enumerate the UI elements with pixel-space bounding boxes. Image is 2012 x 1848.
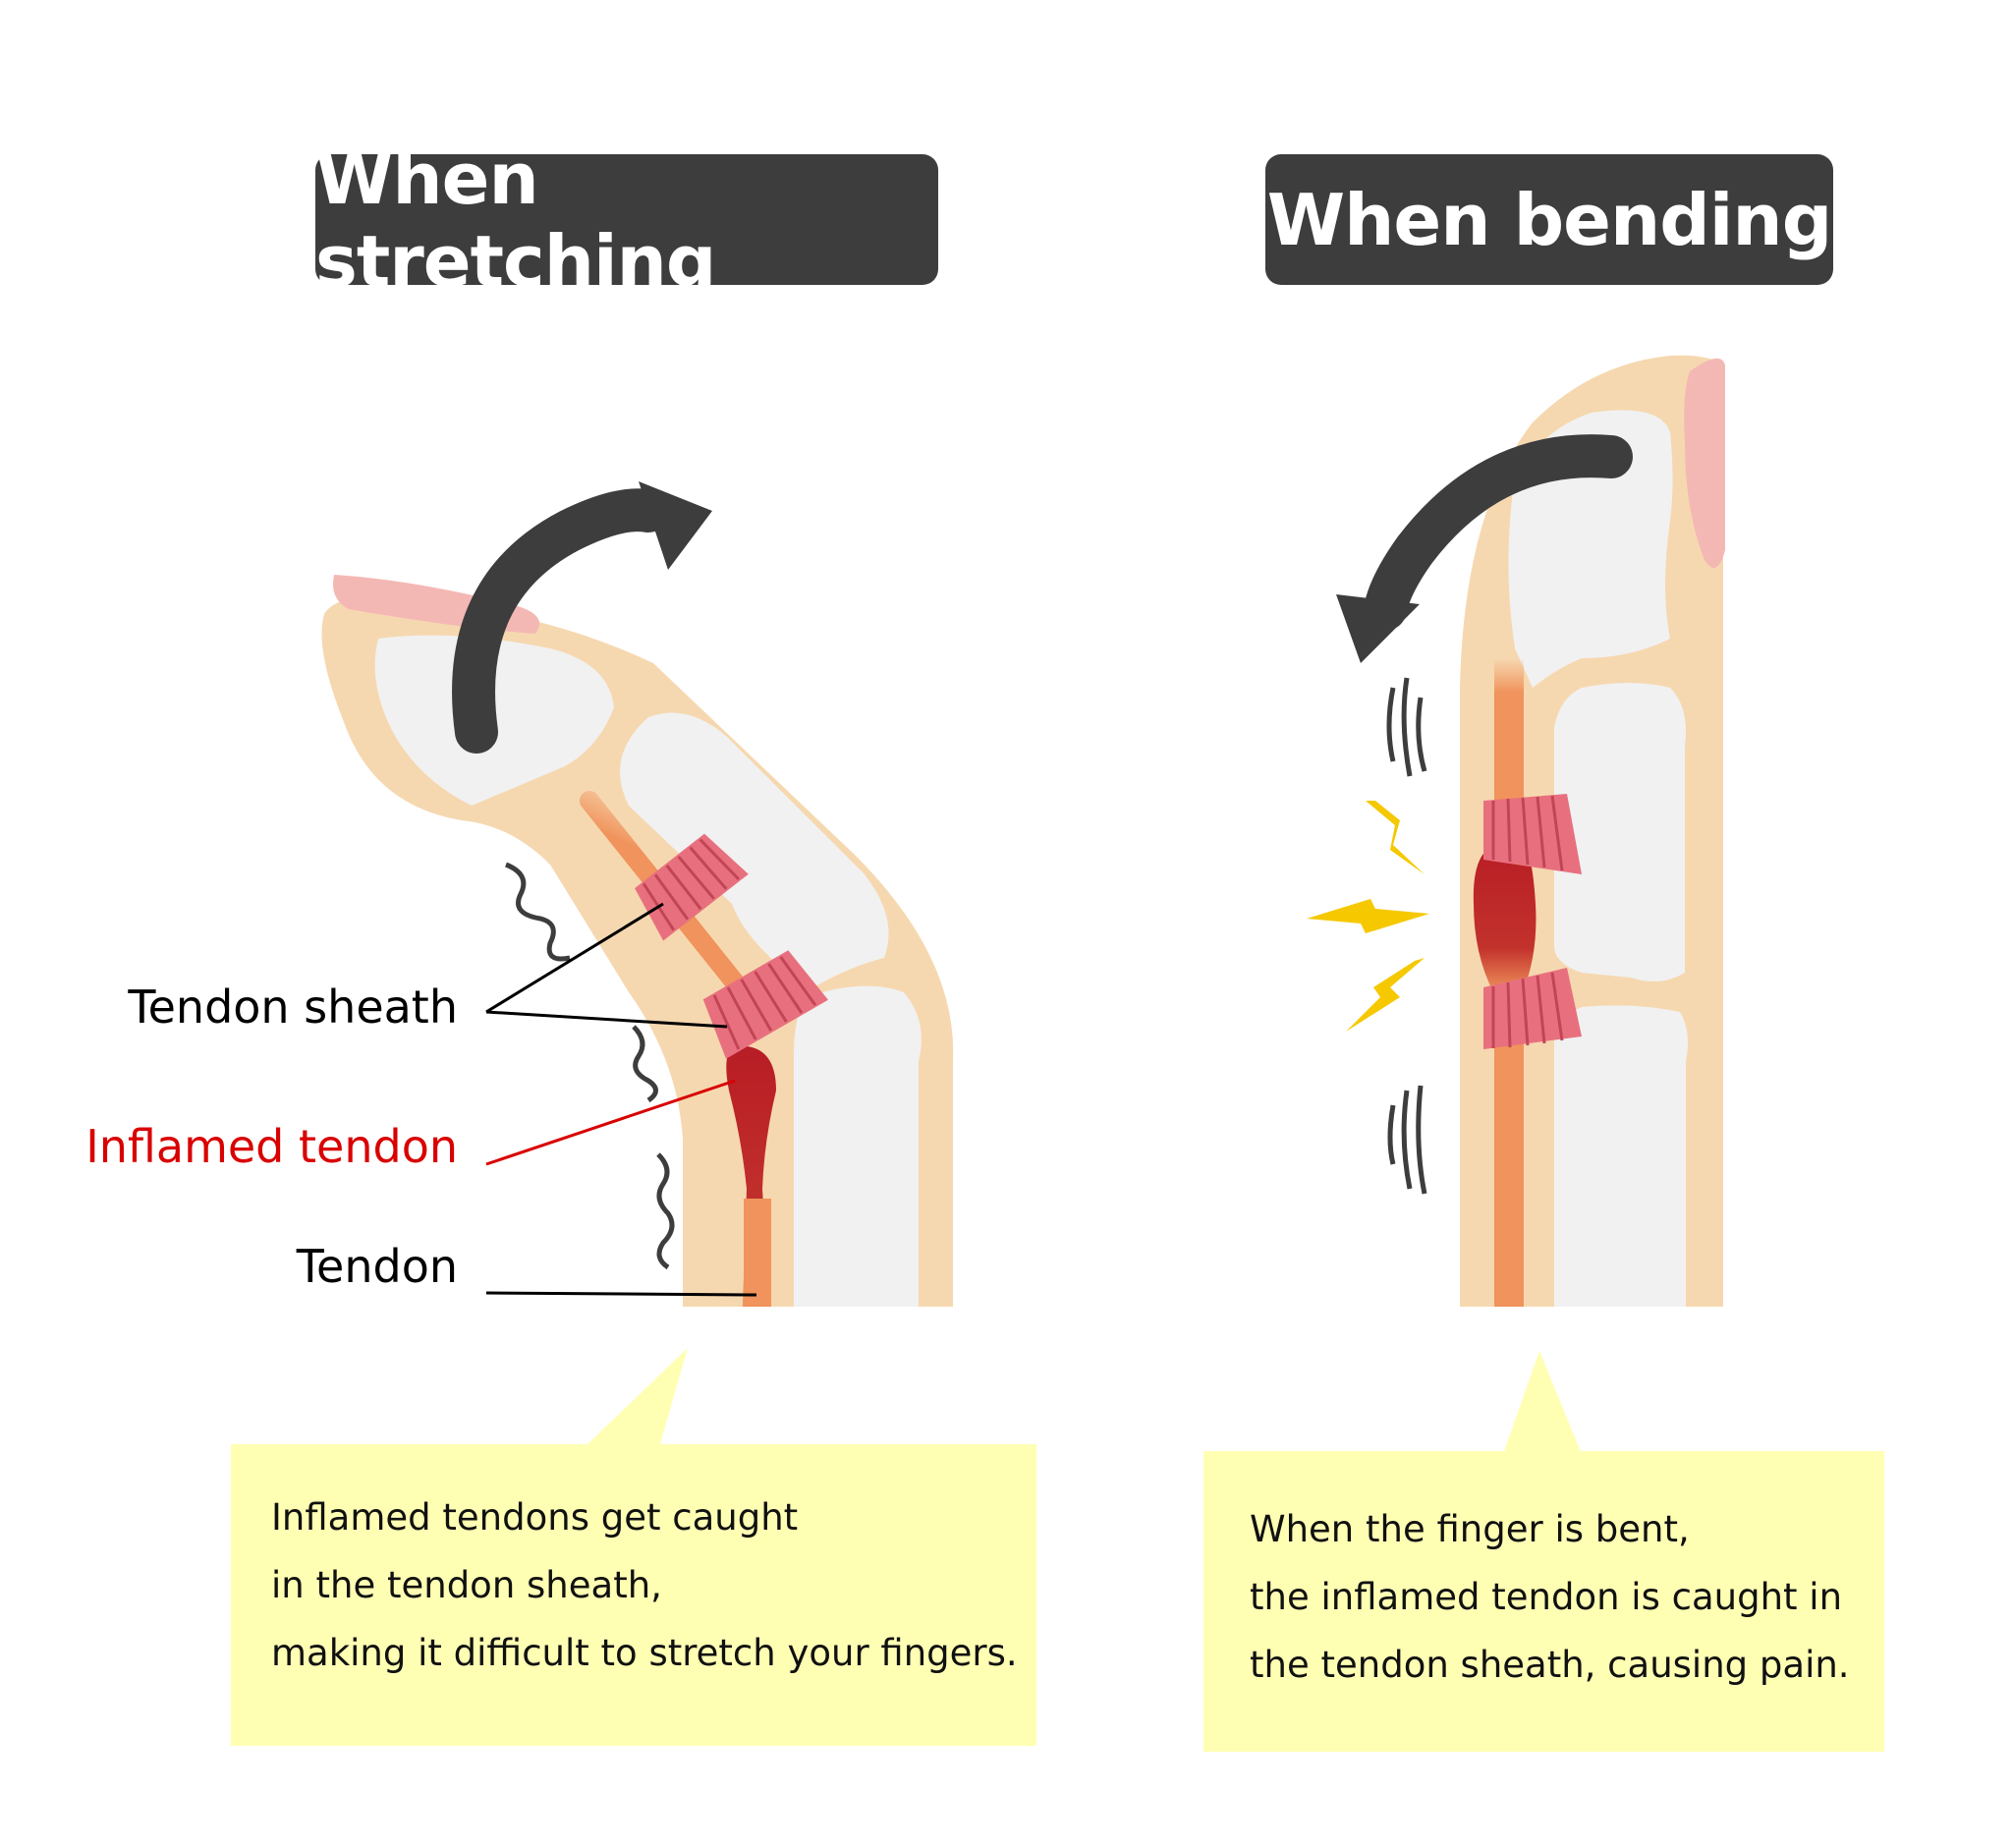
left-bone-middle [620,712,889,992]
right-fingernail [1684,358,1725,568]
callout-left-line-3: making it difficult to stretch your fing… [271,1632,1018,1674]
vibration-mark-icon [1387,1085,1427,1195]
callout-left-text: Inflamed tendons get caught in the tendo… [271,1484,1018,1687]
lightning-icon [1307,899,1429,933]
right-inflamed-tendon [1473,845,1537,992]
curved-arrow-down-icon [1336,434,1633,663]
title-when-bending: When bending [1265,154,1833,285]
left-tendon-sheath-lower [702,950,828,1059]
label-tendon: Tendon [296,1240,458,1293]
left-tendon-lower [744,1199,771,1307]
callout-right-line-3: the tendon sheath, causing pain. [1250,1644,1850,1686]
callout-left-bubble [231,1348,1036,1746]
callout-right-line-1: When the finger is bent, [1250,1508,1690,1550]
leader-tendon-sheath-lower [485,1010,728,1029]
vibration-mark-icon [1386,677,1427,777]
right-bone-proximal [1554,1005,1688,1307]
callout-right-line-2: the inflamed tendon is caught in [1250,1576,1843,1618]
leader-tendon [485,1291,757,1297]
curved-arrow-up-icon [452,481,712,754]
lightning-icon [1366,801,1425,874]
vibration-mark-icon [504,862,571,962]
callout-left-line-2: in the tendon sheath, [271,1564,662,1606]
left-finger [321,575,954,1307]
callout-right-text: When the finger is bent, the inflamed te… [1250,1495,1850,1699]
vibration-mark-icon [656,1152,675,1270]
right-bone-middle [1553,683,1686,981]
right-tendon-upper [1494,658,1524,815]
callout-left-line-1: Inflamed tendons get caught [271,1496,799,1539]
lightning-icon [1346,958,1425,1032]
right-finger [1460,355,1725,1307]
right-tendon-lower [1494,1012,1524,1307]
right-tendon-sheath-lower [1483,968,1582,1049]
leader-tendon-sheath-upper [485,902,664,1014]
left-bone-proximal [794,985,922,1307]
right-tendon-sheath-upper [1483,794,1582,874]
vibration-mark-icon [632,1025,658,1103]
callout-right-bubble [1203,1351,1884,1752]
label-tendon-sheath: Tendon sheath [128,980,458,1034]
label-inflamed-tendon: Inflamed tendon [85,1120,458,1173]
leader-inflamed-tendon [485,1079,736,1166]
